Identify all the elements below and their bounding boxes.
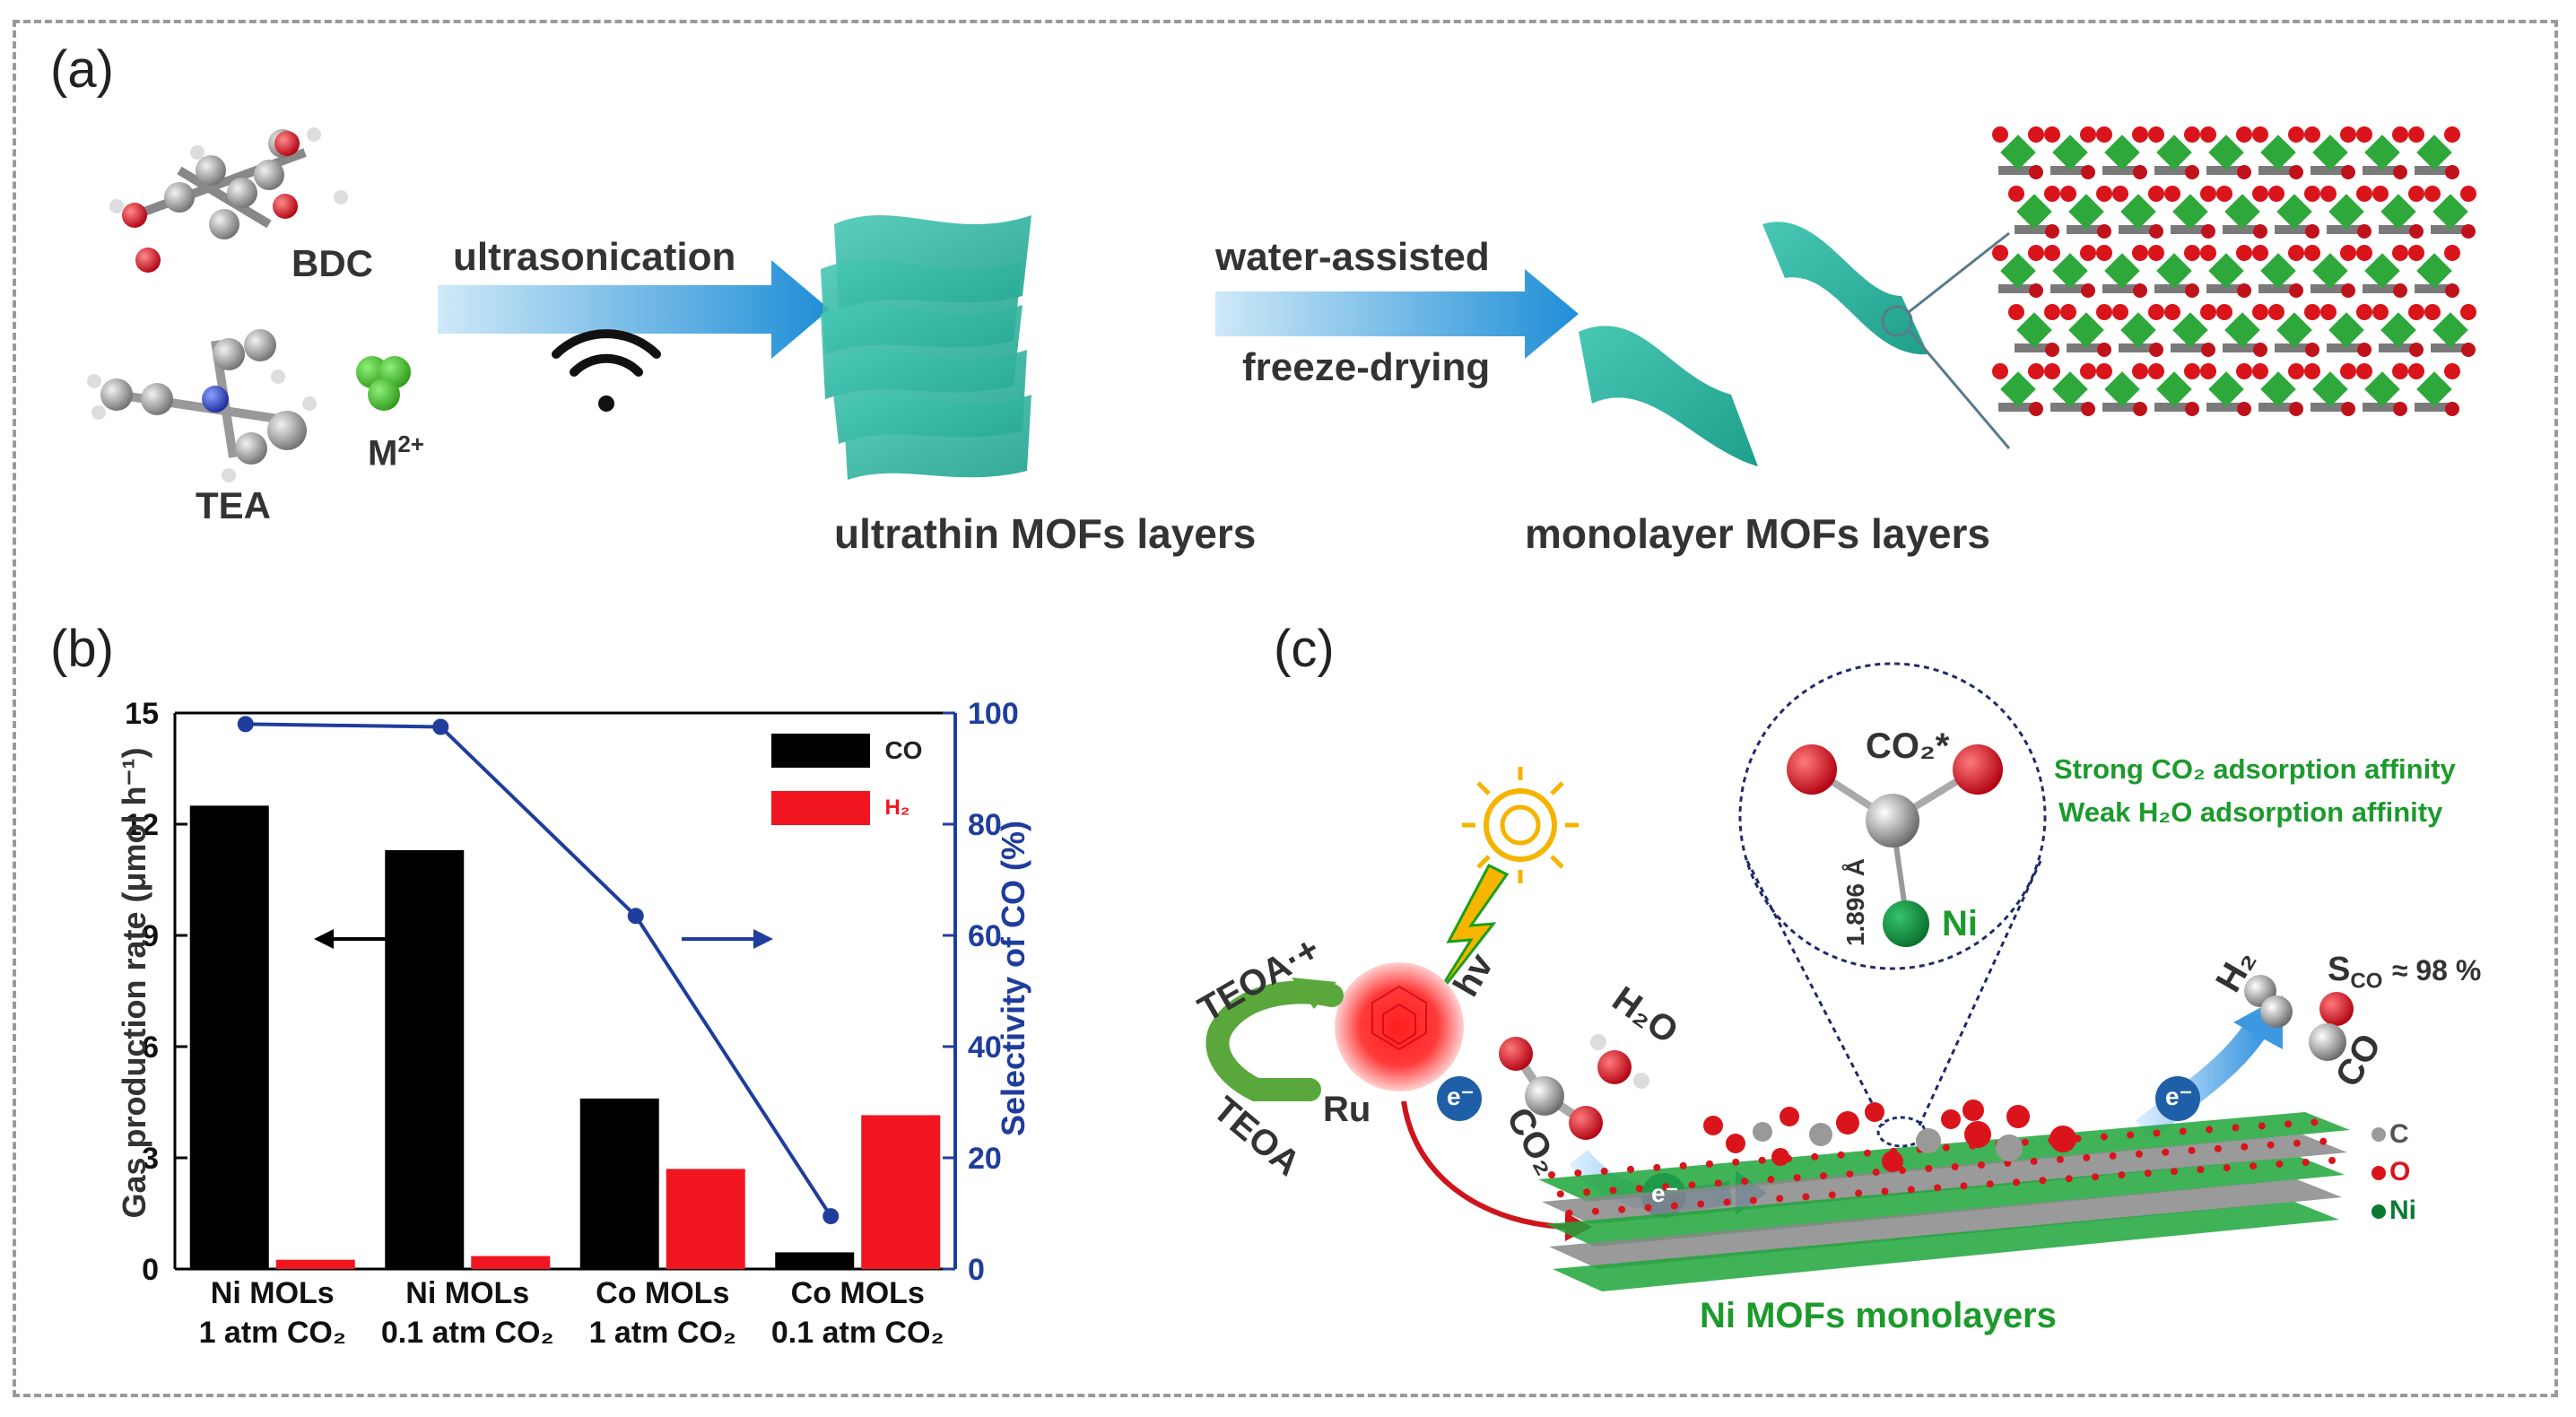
- legend-item-co: CO: [771, 734, 922, 768]
- tea-molecule: [87, 329, 317, 482]
- category-label-line: Ni MOLs: [210, 1276, 335, 1310]
- strong-affinity-text: Strong CO₂ adsorption affinity: [2054, 753, 2456, 785]
- legend-swatch-h2: [771, 791, 870, 825]
- bdc-label: BDC: [292, 242, 373, 284]
- selectivity-symbol: S: [2328, 951, 2351, 988]
- legend-ni-label: Ni: [2389, 1195, 2416, 1225]
- bdc-molecule: [109, 127, 348, 273]
- mof-lattice: [1992, 126, 2476, 416]
- selectivity-subscript: CO: [2350, 969, 2383, 994]
- ru-label: Ru: [1323, 1090, 1371, 1129]
- legend-label-h2: H₂: [884, 795, 910, 820]
- category-label: Ni MOLs 0.1 atm CO₂: [360, 1274, 575, 1352]
- ni-inset-label: Ni: [1942, 904, 1978, 943]
- metal-ion-symbol: M: [368, 433, 398, 474]
- legend-c-label: C: [2389, 1119, 2409, 1149]
- category-label: Co MOLs 0.1 atm CO₂: [750, 1274, 965, 1352]
- monolayer-sheets: [1579, 222, 2011, 466]
- weak-affinity-text: Weak H₂O adsorption affinity: [2058, 796, 2443, 828]
- ultrasonication-label: ultrasonication: [453, 235, 736, 279]
- legend-swatch-co: [771, 734, 870, 768]
- ultrathin-sheets: [821, 215, 1031, 480]
- panel-b-label: (b): [50, 620, 114, 678]
- chart-ylabel-right: Selectivity of CO (%): [995, 820, 1031, 1137]
- category-label: Ni MOLs 1 atm CO₂: [165, 1274, 380, 1352]
- metal-ion-cluster: [356, 356, 411, 411]
- category-label-line: Co MOLs: [596, 1276, 730, 1310]
- category-label-line: 1 atm CO₂: [588, 1316, 736, 1350]
- bond-length-label: 1.896 Å: [1841, 857, 1870, 947]
- electron-label-2: e⁻: [1651, 1179, 1679, 1207]
- electron-label-1: e⁻: [1447, 1082, 1475, 1110]
- water-assisted-label: water-assisted: [1215, 235, 1490, 279]
- legend-label-co: CO: [884, 736, 923, 764]
- category-label-line: 1 atm CO₂: [198, 1316, 346, 1350]
- category-label: Co MOLs 1 atm CO₂: [555, 1274, 770, 1352]
- ultrasonication-arrow: [438, 260, 830, 359]
- monolayer-label: monolayer MOFs layers: [1525, 510, 1990, 557]
- ultrathin-label: ultrathin MOFs layers: [834, 510, 1257, 557]
- legend-o-label: O: [2389, 1157, 2411, 1187]
- panel-a-schematic: [87, 126, 2476, 482]
- category-label-line: Ni MOLs: [405, 1276, 530, 1310]
- category-label-line: 0.1 atm CO₂: [770, 1316, 944, 1350]
- panel-c-label: (c): [1274, 620, 1335, 678]
- freeze-drying-label: freeze-drying: [1242, 345, 1491, 389]
- slab-caption: Ni MOFs monolayers: [1700, 1296, 2057, 1335]
- category-label-line: 0.1 atm CO₂: [380, 1316, 554, 1350]
- selectivity-label: SCO ≈ 98 %: [2328, 951, 2481, 995]
- figure-frame: [13, 20, 2558, 1397]
- legend-item-h2: H₂: [771, 791, 909, 825]
- freeze-drying-arrow: [1215, 269, 1579, 359]
- selectivity-value: ≈ 98 %: [2391, 954, 2482, 987]
- metal-ion-label: M2+: [368, 430, 424, 474]
- chart-ylabel-left: Gas production rate (μmol h⁻¹): [116, 747, 152, 1219]
- metal-ion-charge: 2+: [397, 430, 424, 457]
- electron-label-3: e⁻: [2165, 1082, 2193, 1110]
- panel-a-label: (a): [50, 40, 114, 99]
- co2-star-label: CO₂*: [1866, 726, 1950, 766]
- category-label-line: Co MOLs: [790, 1276, 925, 1310]
- tea-label: TEA: [196, 484, 271, 526]
- sonication-icon: [552, 329, 661, 412]
